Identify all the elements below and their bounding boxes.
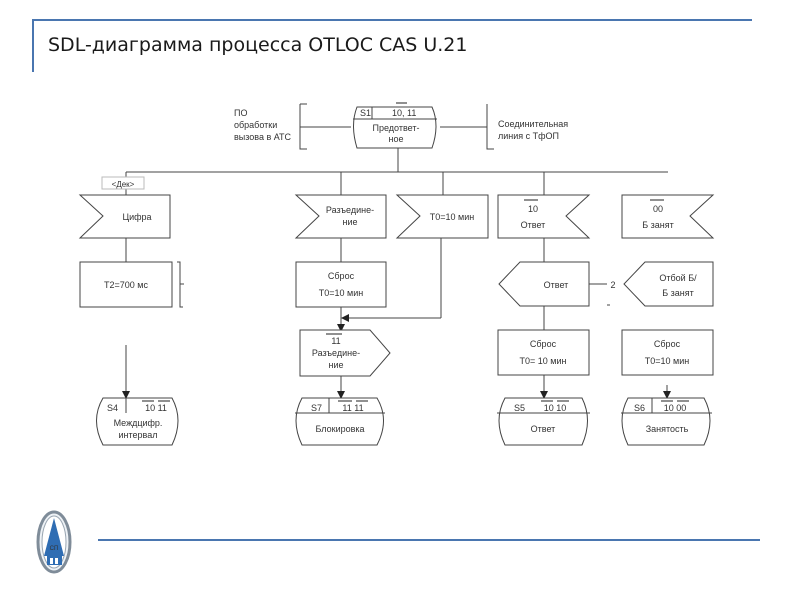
s5-name: Ответ bbox=[531, 424, 556, 434]
input-digit-label: Цифра bbox=[122, 212, 151, 222]
output-disconnect-1: Разъедине- bbox=[312, 348, 360, 358]
s4-name-1: Междцифр. bbox=[114, 418, 163, 428]
title-frame-left-rule bbox=[32, 19, 34, 72]
left-env-connector bbox=[299, 104, 351, 128]
task-reset-3 bbox=[621, 329, 714, 376]
s4-name-2: интервал bbox=[119, 430, 158, 440]
state-s4 bbox=[96, 397, 179, 446]
output-disconnect bbox=[299, 329, 391, 377]
output-hangup-2: Б занят bbox=[662, 288, 694, 298]
s6-name: Занятость bbox=[646, 424, 689, 434]
task-reset-3-a: Сброс bbox=[654, 339, 681, 349]
s1-name-1: Предответ- bbox=[373, 123, 420, 133]
task-reset-2-a: Сброс bbox=[530, 339, 557, 349]
svg-text:СП: СП bbox=[50, 546, 59, 552]
output-answer bbox=[498, 261, 590, 307]
input-disconnect-1: Разъедине- bbox=[326, 205, 374, 215]
state-s5 bbox=[497, 397, 590, 446]
s5-id: S5 bbox=[514, 403, 525, 413]
input-busy-label: Б занят bbox=[642, 220, 674, 230]
footer-rule bbox=[98, 539, 760, 541]
state-s1 bbox=[353, 106, 437, 149]
s4-signals: 10 11 bbox=[145, 403, 167, 413]
s1-name-2: ное bbox=[389, 134, 404, 144]
right-env-1: Соединительная bbox=[498, 119, 568, 129]
input-busy-code: 00 bbox=[653, 204, 663, 214]
state-s6 bbox=[621, 397, 712, 446]
left-env-3: вызова в АТС bbox=[234, 132, 292, 142]
left-env-1: ПО bbox=[234, 108, 247, 118]
input-timer bbox=[395, 194, 489, 239]
dec-label-box bbox=[101, 176, 145, 190]
title-frame-top-rule-ext bbox=[492, 19, 752, 21]
task-reset-3-b: T0=10 мин bbox=[645, 356, 689, 366]
input-disconnect-2: ние bbox=[342, 217, 357, 227]
task-t2 bbox=[79, 261, 173, 308]
right-env-2: линия с ТфОП bbox=[498, 131, 559, 141]
state-s7 bbox=[295, 397, 385, 446]
task-reset-1-a: Сброс bbox=[328, 271, 355, 281]
output-answer-label: Ответ bbox=[544, 280, 569, 290]
connector-label: 2 bbox=[610, 280, 615, 290]
input-disconnect bbox=[294, 194, 387, 239]
slide-title: SDL-диаграмма процесса OTLOC CAS U.21 bbox=[48, 34, 468, 56]
output-hangup bbox=[623, 261, 714, 307]
input-digit bbox=[78, 194, 171, 239]
input-answer-code: 10 bbox=[528, 204, 538, 214]
s4-id: S4 bbox=[107, 403, 118, 413]
s6-signals: 10 00 bbox=[664, 403, 687, 413]
output-disconnect-2: ние bbox=[328, 360, 343, 370]
title-frame-top-rule bbox=[32, 19, 492, 21]
task-reset-1 bbox=[295, 261, 387, 308]
task-reset-1-b: T0=10 мин bbox=[319, 288, 363, 298]
task-t2-label: T2=700 мс bbox=[104, 280, 148, 290]
task-reset-2-b: T0= 10 мин bbox=[520, 356, 567, 366]
s1-id: S1 bbox=[360, 108, 371, 118]
output-hangup-1: Отбой Б/ bbox=[659, 273, 697, 283]
s5-signals: 10 10 bbox=[544, 403, 567, 413]
input-answer bbox=[497, 194, 591, 239]
output-disconnect-code: 11 bbox=[331, 336, 340, 346]
input-timer-label: T0=10 мин bbox=[430, 212, 474, 222]
s1-signals: 10, 11 bbox=[392, 108, 416, 118]
task-reset-2 bbox=[497, 329, 590, 376]
s7-id: S7 bbox=[311, 403, 322, 413]
input-busy bbox=[621, 194, 715, 239]
s7-name: Блокировка bbox=[315, 424, 364, 434]
s6-id: S6 bbox=[634, 403, 645, 413]
s7-signals: 11 11 bbox=[342, 403, 363, 413]
dec-label: <Дек> bbox=[112, 180, 135, 189]
university-logo-icon: СП bbox=[36, 510, 72, 574]
left-env-2: обработки bbox=[234, 120, 277, 130]
input-answer-label: Ответ bbox=[521, 220, 546, 230]
